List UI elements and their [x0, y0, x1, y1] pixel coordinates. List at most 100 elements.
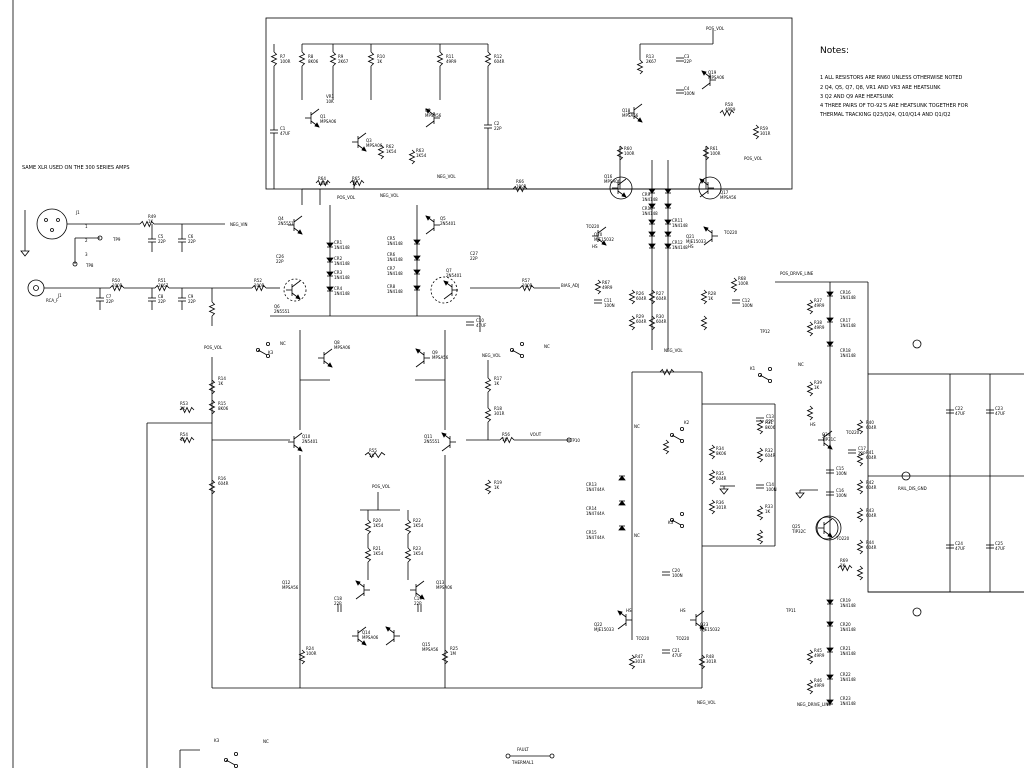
transistor-circle [609, 176, 633, 200]
rail-net-label: NEG_VOL [482, 353, 501, 358]
resistor-refdes: R19 [494, 480, 502, 485]
resistor [208, 379, 216, 395]
nc-label-1: NC [280, 341, 286, 346]
package-label: TO220 [835, 536, 850, 541]
transistor-collector [323, 348, 333, 356]
capacitor-refdes: C15 [836, 466, 844, 471]
diode [664, 188, 672, 194]
capacitor-value: 100N [604, 303, 615, 308]
diode [826, 699, 834, 705]
resistor-refdes: R35 [716, 471, 724, 476]
transistor-arrow [703, 226, 709, 232]
resistor-value: 1K [218, 381, 224, 386]
transistor-type: MJE15033 [686, 239, 706, 244]
note-2: 2 Q4, Q5, Q7, Q8, VR1 AND VR3 ARE HEATSU… [820, 85, 941, 91]
resistor-refdes: R14 [218, 376, 226, 381]
diode-refdes: CR15 [586, 530, 597, 535]
resistor [702, 145, 710, 161]
resistor [806, 381, 814, 397]
transistor-refdes: Q2 [425, 108, 431, 113]
transistor-arrow [355, 580, 361, 586]
xlr-pin [44, 218, 48, 222]
capacitor-refdes: C18 [334, 596, 342, 601]
diode-type: 1N4148 [672, 223, 688, 228]
capacitor-refdes: C11 [604, 298, 612, 303]
capacitor-value: 47UF [672, 653, 683, 658]
transistor-collector [357, 626, 367, 634]
resistor [856, 565, 864, 581]
net-rail-dis-gnd: RAIL_DIS_GND [898, 486, 927, 491]
transistor-collector [695, 610, 705, 618]
resistor [109, 284, 125, 292]
transistor-arrow [827, 532, 833, 538]
transistor-refdes: Q15 [422, 642, 431, 647]
resistor [208, 399, 216, 415]
resistor [856, 419, 864, 435]
transistor-refdes: Q20 [594, 232, 603, 237]
diode-type: 1N4148 [334, 245, 350, 250]
transistor-collector [415, 580, 425, 588]
transistor-type: MPSA56 [622, 113, 639, 118]
resistor-value: 49R9 [814, 683, 825, 688]
diode [664, 203, 672, 209]
resistor-refdes: R37 [814, 298, 822, 303]
resistor [616, 145, 624, 161]
capacitor-refdes: C1 [280, 126, 286, 131]
capacitor-value: 22P [334, 601, 342, 606]
capacitor-refdes: C27 [470, 251, 478, 256]
resistor [698, 654, 706, 670]
transistor-refdes: Q17 [720, 190, 729, 195]
resistor [208, 479, 216, 495]
relay-contact [520, 341, 525, 346]
transistor-type: 2N5551 [278, 221, 294, 226]
transistor-type: MPSA56 [432, 355, 449, 360]
resistor [837, 564, 853, 572]
resistor-refdes: R11 [446, 54, 454, 59]
transistor-arrow [295, 294, 301, 300]
diode-type: 1N4148 [642, 197, 658, 202]
resistor-value: 1K [840, 563, 846, 568]
diode-type: 1N4148 [387, 257, 403, 262]
net-neg-drive-line: NEG_DRIVE_LINE [797, 702, 831, 707]
heatsink-label: HS [592, 244, 598, 249]
resistor-refdes: R42 [866, 480, 874, 485]
test-point [97, 235, 103, 241]
diode-type: 1N4148 [840, 651, 856, 656]
rca-pin [33, 285, 39, 291]
diode-type: 1N4148 [840, 701, 856, 706]
resistor-refdes: R64 [318, 176, 326, 181]
relay-arm [511, 349, 522, 356]
resistor-refdes: R33 [765, 504, 773, 509]
resistor-refdes: R45 [814, 648, 822, 653]
diode-refdes: CR14 [586, 506, 597, 511]
diode-refdes: CR9 [642, 192, 651, 197]
capacitor-value: 22P [188, 239, 196, 244]
capacitor-value: 47UF [280, 131, 291, 136]
diode-refdes: CR13 [586, 482, 597, 487]
diode-refdes: CR7 [387, 266, 396, 271]
diode-refdes: CR19 [840, 598, 851, 603]
resistor-refdes: R55 [369, 448, 377, 453]
diode-refdes: CR17 [840, 318, 851, 323]
resistor [377, 144, 385, 160]
transistor-arrow [297, 229, 303, 235]
resistor-value: 100R [738, 281, 749, 286]
resistor-value: 1K [369, 453, 375, 458]
resistor-refdes: R17 [494, 376, 502, 381]
capacitor-refdes: C20 [672, 568, 680, 573]
transistor-refdes: Q12 [282, 580, 291, 585]
resistor [806, 321, 814, 337]
diode-refdes: CR1 [334, 240, 343, 245]
resistor [484, 407, 492, 423]
transistor-collector [823, 518, 833, 526]
capacitor-refdes: C26 [276, 254, 284, 259]
resistor-value: 1K54 [413, 523, 424, 528]
resistor-value: 1M [450, 651, 457, 656]
relay-contact [223, 758, 228, 763]
transistor-type: MPSA06 [366, 143, 383, 148]
transistor-refdes: Q13 [436, 580, 445, 585]
transistor-collector [823, 430, 833, 438]
resistor [700, 289, 708, 305]
